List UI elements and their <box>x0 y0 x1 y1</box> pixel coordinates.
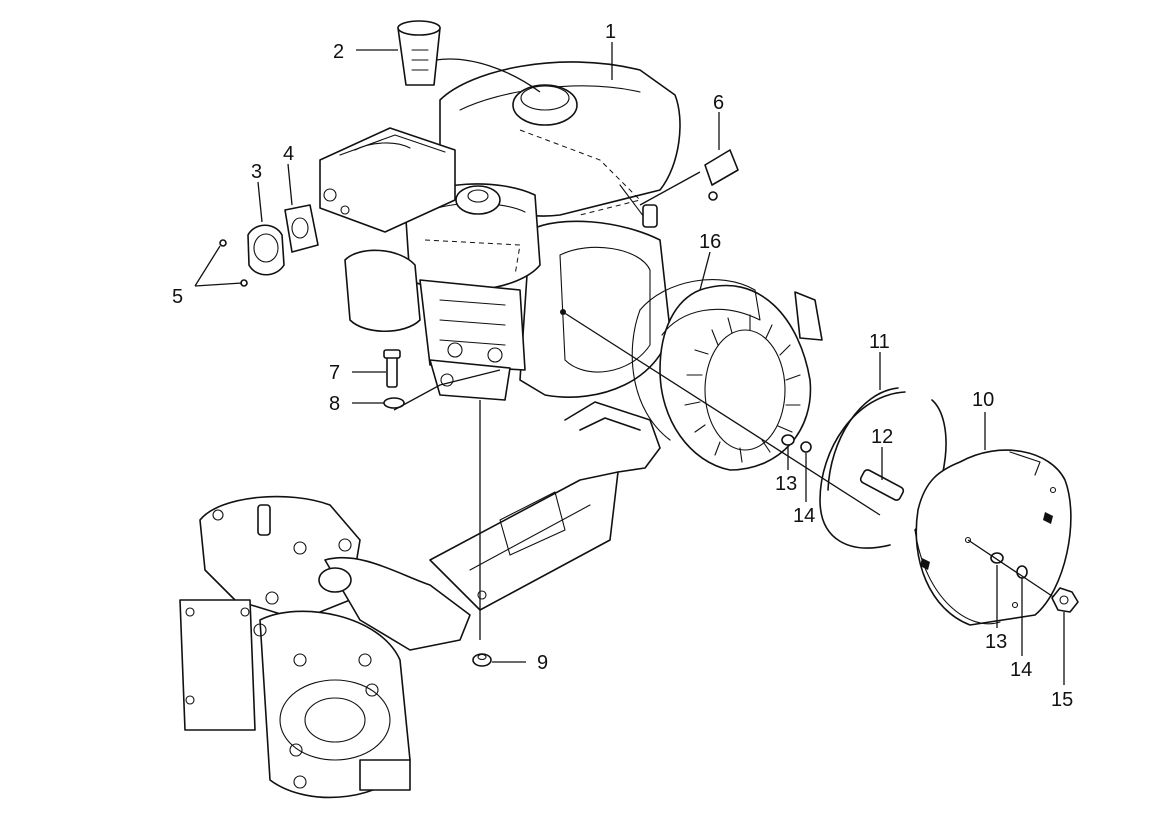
callout-14-starter: 14 <box>793 505 815 527</box>
callout-15: 15 <box>1051 689 1073 711</box>
callout-8: 8 <box>329 393 340 415</box>
cover-part <box>914 449 1072 626</box>
callout-13-cover: 13 <box>985 631 1007 653</box>
bolt-and-washer <box>383 349 501 411</box>
star-nut-part <box>1051 587 1079 613</box>
callout-4: 4 <box>283 143 294 165</box>
recoil-starter <box>631 279 823 471</box>
clamp-part <box>639 149 739 206</box>
assembly-axis-line <box>562 311 881 516</box>
callout-1: 1 <box>605 21 616 43</box>
callout-10: 10 <box>972 389 994 411</box>
flange-parts <box>219 204 319 287</box>
shaft-part <box>859 469 905 501</box>
fuel-tank <box>439 61 681 228</box>
callout-2: 2 <box>333 41 344 63</box>
engine-block <box>519 220 671 398</box>
starter-washers <box>781 434 812 453</box>
callout-16: 16 <box>699 231 721 253</box>
starter-body <box>344 249 526 401</box>
gearbox <box>179 495 471 799</box>
muffler <box>319 127 456 233</box>
callout-14-cover: 14 <box>1010 659 1032 681</box>
callout-9: 9 <box>537 652 548 674</box>
nut-part <box>472 653 492 667</box>
callout-12: 12 <box>871 426 893 448</box>
callout-labels: 1 2 3 4 5 6 7 8 9 10 11 12 13 14 15 16 1… <box>172 21 1073 711</box>
callout-6: 6 <box>713 92 724 114</box>
callout-5: 5 <box>172 286 183 308</box>
callout-11: 11 <box>869 331 890 353</box>
filler-cap-part <box>397 20 541 93</box>
frame-bracket <box>429 400 661 640</box>
callout-3: 3 <box>251 161 262 183</box>
cover-washers <box>967 539 1056 599</box>
callout-leaders <box>194 42 1065 685</box>
callout-13-starter: 13 <box>775 473 797 495</box>
callout-7: 7 <box>329 362 340 384</box>
